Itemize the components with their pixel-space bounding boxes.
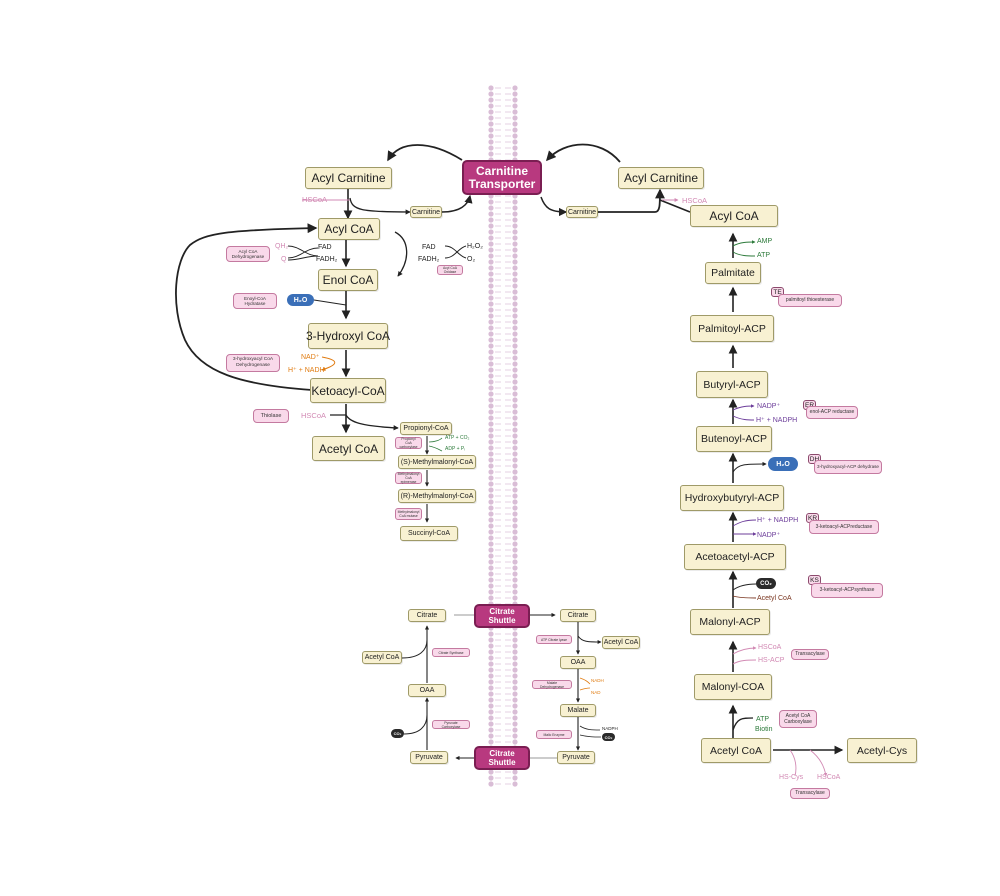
- malic-enzyme: Malic Enzyme: [536, 730, 572, 739]
- transacylase-bottom-enzyme: Transacylase: [790, 788, 830, 799]
- atp-citrate-lyase-enzyme: ATP Citrate lyase: [536, 635, 572, 644]
- co2-pill-left: CO₂: [391, 729, 404, 738]
- enol-acp-reductase-enzyme: enol-ACP reductase: [806, 406, 858, 419]
- methylmalonyl-epimerase-enzyme: Methylmalonyl CoA epimerase: [395, 472, 422, 484]
- methylmalonyl-mutase-enzyme: Methylmalonyl CoA mutase: [395, 508, 422, 520]
- fad-right-label: FAD: [422, 244, 436, 251]
- r-methylmalonyl-coa: (R)-Methylmalonyl-CoA: [398, 489, 476, 503]
- atp-co2-label: ATP + CO₂: [445, 435, 470, 441]
- citrate-shuttle-bottom-label: Citrate Shuttle: [488, 749, 516, 767]
- adp-pi-label: ADP + Pᵢ: [445, 446, 466, 452]
- propionyl-coa: Propionyl-CoA: [400, 422, 452, 435]
- acetyl-cys: Acetyl-Cys: [847, 738, 917, 763]
- carnitine-transporter: Carnitine Transporter: [462, 160, 542, 195]
- co2-pill-synth: CO₂: [756, 578, 776, 589]
- hydroxybutyryl-acp: Hydroxybutyryl-ACP: [680, 485, 784, 511]
- pyruvate-left: Pyruvate: [410, 751, 448, 764]
- thiolase-enzyme: Thiolase: [253, 409, 289, 423]
- atp-label: ATP: [757, 252, 771, 259]
- carnitine-left: Carnitine: [410, 206, 442, 218]
- hscoa-right-label: HSCoA: [682, 196, 708, 205]
- q-label: Q: [281, 256, 287, 263]
- h2o2-label: H₂O₂: [467, 243, 483, 250]
- carnitine-right: Carnitine: [566, 206, 598, 218]
- s-methylmalonyl-coa: (S)-Methylmalonyl-CoA: [398, 455, 476, 469]
- malate: Malate: [560, 704, 596, 717]
- acetyl-coa-left: Acetyl CoA: [312, 436, 385, 461]
- fadh2-right-label: FADH₂: [418, 256, 440, 263]
- nad-cyto-label: NAD: [591, 690, 601, 695]
- acetyl-coa-cyto-left: Acetyl CoA: [362, 651, 402, 664]
- ketoacyl-acp-synthase-enzyme: 3-ketoacyl-ACPsynthase: [811, 583, 883, 598]
- succinyl-coa: Succinyl-CoA: [400, 526, 458, 541]
- hscoa-thiolase-label: HSCoA: [301, 411, 327, 420]
- hscoa-synth-label: HSCoA: [758, 644, 782, 651]
- hydroxyacyl-acp-dehydrase-enzyme: 3-hydroxyacyl-ACP dehydrase: [814, 460, 882, 474]
- acetyl-coa-bottom: Acetyl CoA: [701, 738, 771, 763]
- hydroxyacyl-coa-dehydrogenase-enzyme: 3-hydroxyacyl CoA Dehydrogenase: [226, 354, 280, 372]
- nad-label: NAD⁺: [301, 354, 320, 361]
- citrate-left: Citrate: [408, 609, 446, 622]
- enol-coa: Enol CoA: [318, 269, 378, 291]
- nadp-plus-2-label: NADP⁺: [757, 532, 781, 539]
- atp-biotin-atp-label: ATP: [756, 716, 770, 723]
- te-tag: TE: [771, 287, 784, 297]
- o2-label: O₂: [467, 256, 476, 263]
- oaa-right: OAA: [560, 656, 596, 669]
- citrate-shuttle-top-label: Citrate Shuttle: [488, 607, 516, 625]
- citrate-shuttle-top: Citrate Shuttle: [474, 604, 530, 628]
- malonyl-coa: Malonyl-COA: [694, 674, 772, 700]
- palmitoyl-thioesterase-enzyme: palmitoyl thioesterase: [778, 294, 842, 307]
- hscoa-bottom-label: HSCoA: [817, 774, 841, 781]
- biotin-label: Biotin: [755, 726, 773, 733]
- hscys-label: HS-Cys: [779, 774, 804, 781]
- fadh2-label: FADH₂: [316, 256, 338, 263]
- acyl-coa-oxidase-enzyme: Acyl CoA Oxidase: [437, 265, 463, 275]
- ketoacyl-coa: Ketoacyl-CoA: [310, 378, 386, 403]
- acyl-coa-right: Acyl CoA: [690, 205, 778, 227]
- acetyl-coa-carboxylase-enzyme: Acetyl CoA Carboxylase: [779, 710, 817, 728]
- membrane-bilayer: [488, 85, 518, 787]
- oaa-left: OAA: [408, 684, 446, 697]
- ketoacyl-acp-reductase-enzyme: 3-ketoacyl-ACPreductase: [809, 520, 879, 534]
- qh2-label: QH₂: [275, 243, 289, 250]
- nadph-2-label: H⁺ + NADPH: [757, 517, 799, 524]
- citrate-shuttle-bottom: Citrate Shuttle: [474, 746, 530, 770]
- amp-label: AMP: [757, 238, 773, 245]
- nadph-cyto-label: NADPH: [602, 726, 618, 731]
- butyryl-acp: Butyryl-ACP: [696, 371, 768, 398]
- palmitoyl-acp: Palmitoyl-ACP: [690, 315, 774, 342]
- acyl-coa-left: Acyl CoA: [318, 218, 380, 240]
- citrate-synthase-enzyme: Citrate Synthase: [432, 648, 470, 657]
- transacylase-enzyme: Transacylase: [791, 649, 829, 660]
- acyl-carnitine-left: Acyl Carnitine: [305, 167, 392, 189]
- acetyl-coa-ks-label: Acetyl CoA: [757, 595, 792, 602]
- hsacp-label: HS-ACP: [758, 657, 785, 664]
- co2-pill-right: CO₂: [602, 733, 615, 741]
- nadh-cyto-label: NADH: [591, 678, 604, 683]
- palmitate: Palmitate: [705, 262, 761, 284]
- carnitine-transporter-label: Carnitine Transporter: [468, 163, 536, 191]
- malate-dehydrogenase-enzyme: Malate Dehydrogenase: [532, 680, 572, 689]
- butenoyl-acp: Butenoyl-ACP: [696, 426, 772, 452]
- water-pill-left: H₂O: [287, 294, 314, 306]
- enoyl-coa-hydratase-enzyme: Enoyl-CoA Hydratase: [233, 293, 277, 309]
- water-pill-right: H₂O: [768, 457, 798, 471]
- malonyl-acp: Malonyl-ACP: [690, 609, 770, 635]
- hydroxyl-coa: 3-Hydroxyl CoA: [306, 323, 390, 349]
- hscoa-left-label: HSCoA: [302, 195, 328, 204]
- fad-label: FAD: [318, 244, 332, 251]
- citrate-right: Citrate: [560, 609, 596, 622]
- pyruvate-carboxylase-enzyme: Pyruvate Carboxylase: [432, 720, 470, 729]
- nadp-plus-1-label: NADP⁺: [757, 403, 781, 410]
- propionyl-coa-carboxylase-enzyme: Propionyl CoA carboxylase: [395, 437, 422, 449]
- acetoacetyl-acp: Acetoacetyl-ACP: [684, 544, 786, 570]
- acyl-carnitine-right: Acyl Carnitine: [618, 167, 704, 189]
- nadph-1-label: H⁺ + NADPH: [756, 417, 798, 424]
- acetyl-coa-cyto-right: Acetyl CoA: [602, 636, 640, 649]
- pyruvate-right: Pyruvate: [557, 751, 595, 764]
- nadh-label: H⁺ + NADH: [288, 367, 325, 374]
- acyl-coa-dehydrogenase-enzyme: Acyl CoA Dehydrogenase: [226, 246, 270, 262]
